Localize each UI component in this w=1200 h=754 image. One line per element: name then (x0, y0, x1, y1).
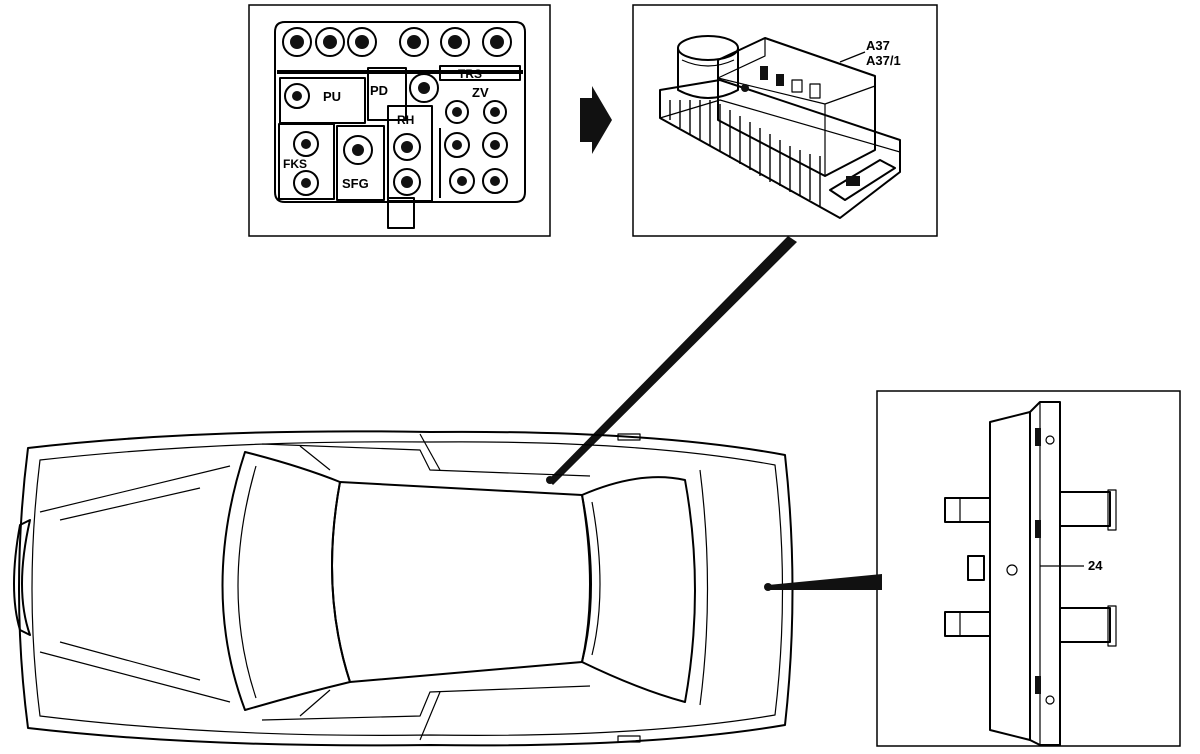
label-a37: A37 (866, 38, 890, 53)
label-a37-1: A37/1 (866, 53, 901, 68)
label-rh: RH (397, 113, 414, 127)
label-sfg: SFG (342, 176, 369, 191)
label-24: 24 (1088, 558, 1103, 573)
control-module-panel: A37 A37/1 (632, 4, 938, 237)
valve-block-panel: PU PD TRS ZV RH FKS SFG (248, 4, 551, 237)
label-zv: ZV (472, 85, 489, 100)
base-hatching (669, 100, 821, 206)
right-fittings (439, 128, 508, 198)
top-fittings (282, 27, 512, 57)
label-trs: TRS (458, 67, 482, 81)
leader-line-rear (768, 574, 882, 590)
leader-line-module (548, 236, 797, 485)
arrow-right-icon (580, 86, 612, 154)
car-top-view (13, 430, 794, 747)
label-fks: FKS (283, 157, 307, 171)
rear-component-panel: 24 (876, 390, 1181, 747)
label-pd: PD (370, 83, 388, 98)
housing-details (741, 66, 821, 99)
label-pu: PU (323, 89, 341, 104)
